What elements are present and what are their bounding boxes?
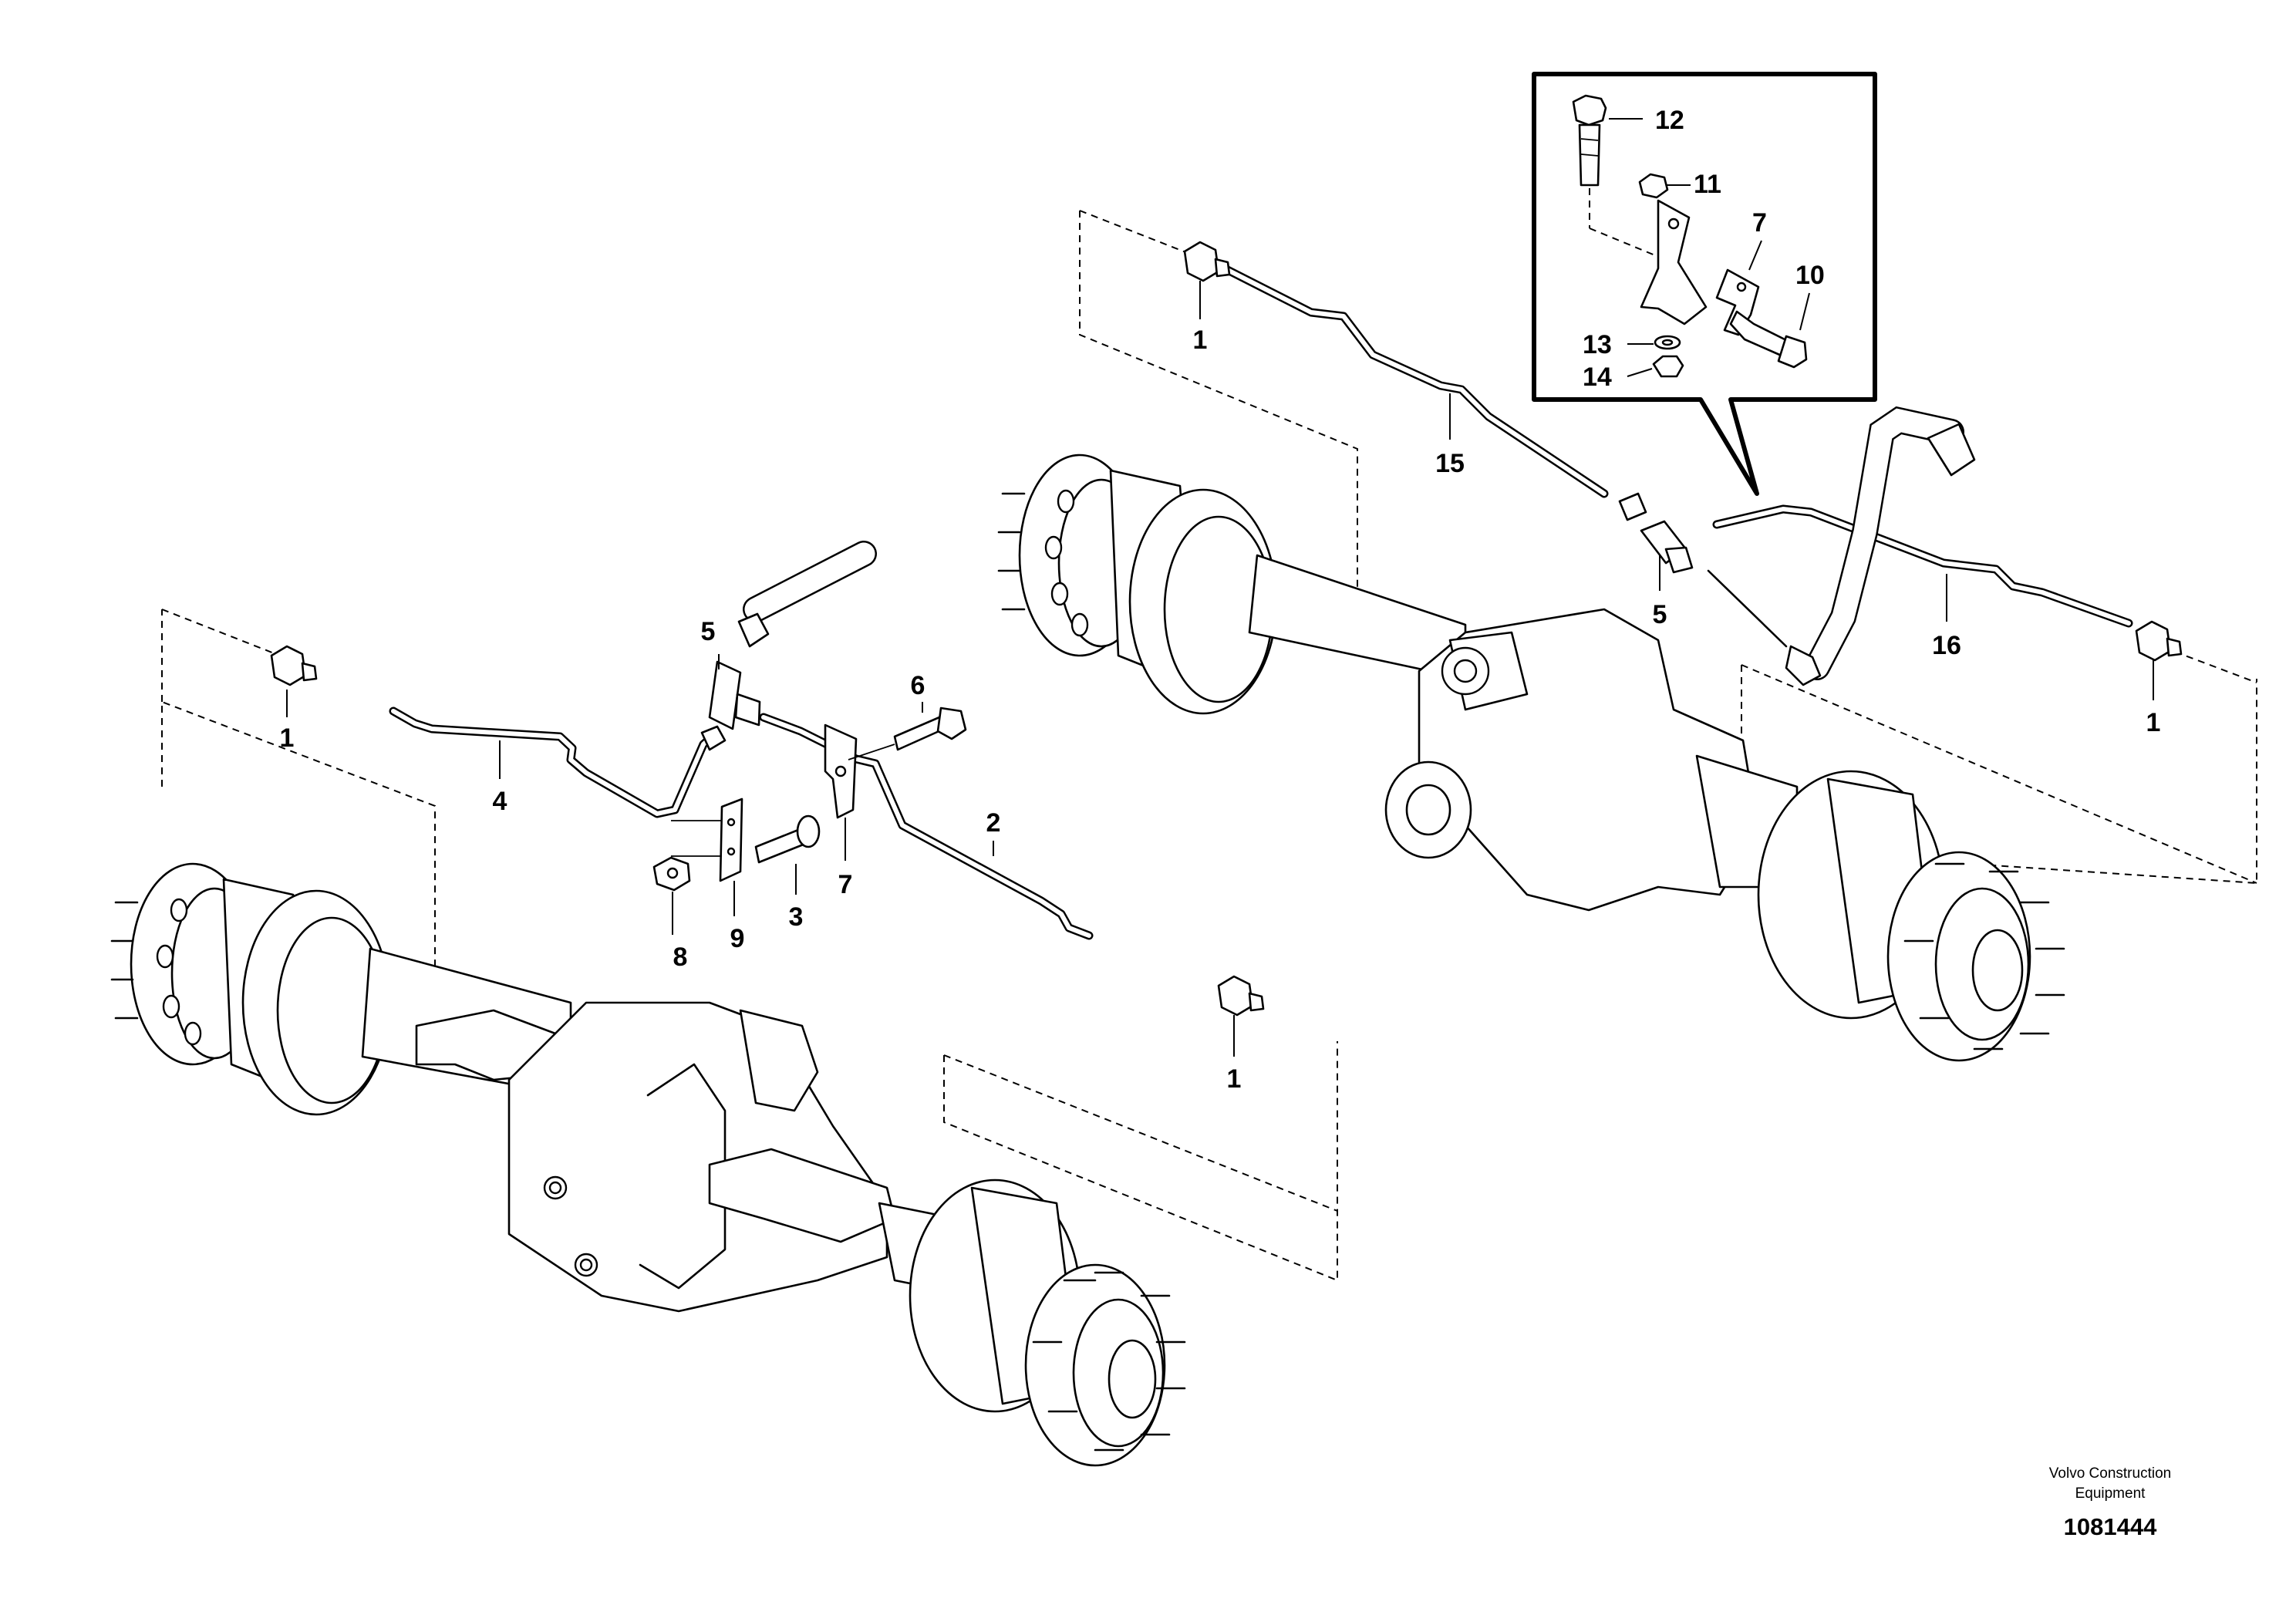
dashed-reference-frames — [161, 210, 2257, 1282]
callout-9: 9 — [730, 924, 745, 953]
brake-pipes — [389, 258, 2133, 940]
callout-1-front-left: 1 — [280, 723, 295, 753]
fitting-1-rear-right — [2135, 620, 2183, 662]
callout-7-front: 7 — [838, 870, 853, 899]
callout-labels: 1 4 5 6 2 7 3 9 8 1 1 15 5 16 1 12 11 7 … — [280, 106, 2161, 1094]
fitting-1-rear-left — [1183, 241, 1231, 282]
fitting-1-front-right — [1217, 975, 1265, 1017]
inset-detail-box — [1532, 72, 1877, 496]
fittings — [270, 241, 2183, 1017]
callout-5-front: 5 — [701, 617, 716, 646]
callout-3: 3 — [789, 902, 804, 932]
callout-14: 14 — [1583, 363, 1612, 392]
fitting-1-front-left — [270, 645, 318, 686]
callout-1-rear-left: 1 — [1193, 325, 1208, 355]
manufacturer-line-2: Equipment — [2075, 1485, 2146, 1502]
callout-6: 6 — [911, 671, 925, 700]
callout-5-rear: 5 — [1653, 600, 1667, 629]
callout-2: 2 — [986, 808, 1001, 838]
screw-10-part — [1729, 310, 1808, 369]
callout-10: 10 — [1795, 261, 1825, 290]
drawing-number: 1081444 — [2064, 1513, 2157, 1540]
callout-4: 4 — [493, 787, 507, 816]
callout-16: 16 — [1932, 631, 1961, 660]
hose-end-rear — [1927, 423, 1976, 477]
tee-5-front — [700, 612, 770, 751]
tee-5-rear — [1618, 492, 1694, 574]
callout-leaders — [286, 281, 2154, 1057]
nut-11-part — [1638, 173, 1669, 199]
callout-7-inset: 7 — [1752, 208, 1767, 238]
manufacturer-line-1: Volvo Construction — [2049, 1465, 2171, 1482]
callout-1-rear-right: 1 — [2146, 708, 2161, 737]
callout-1-front-right: 1 — [1227, 1064, 1242, 1094]
callout-15: 15 — [1435, 449, 1465, 478]
callout-13: 13 — [1583, 330, 1612, 359]
callout-8: 8 — [673, 943, 688, 972]
front-bracket-hardware — [652, 706, 967, 892]
front-axle — [110, 862, 1186, 1467]
screw-12-part — [1572, 94, 1665, 260]
callout-11: 11 — [1694, 170, 1721, 199]
rear-axle — [997, 454, 2065, 1062]
nut-14-part — [1652, 355, 1684, 378]
callout-12: 12 — [1655, 106, 1684, 135]
drawing-footer: Volvo Construction Equipment 1081444 — [2049, 1465, 2171, 1540]
